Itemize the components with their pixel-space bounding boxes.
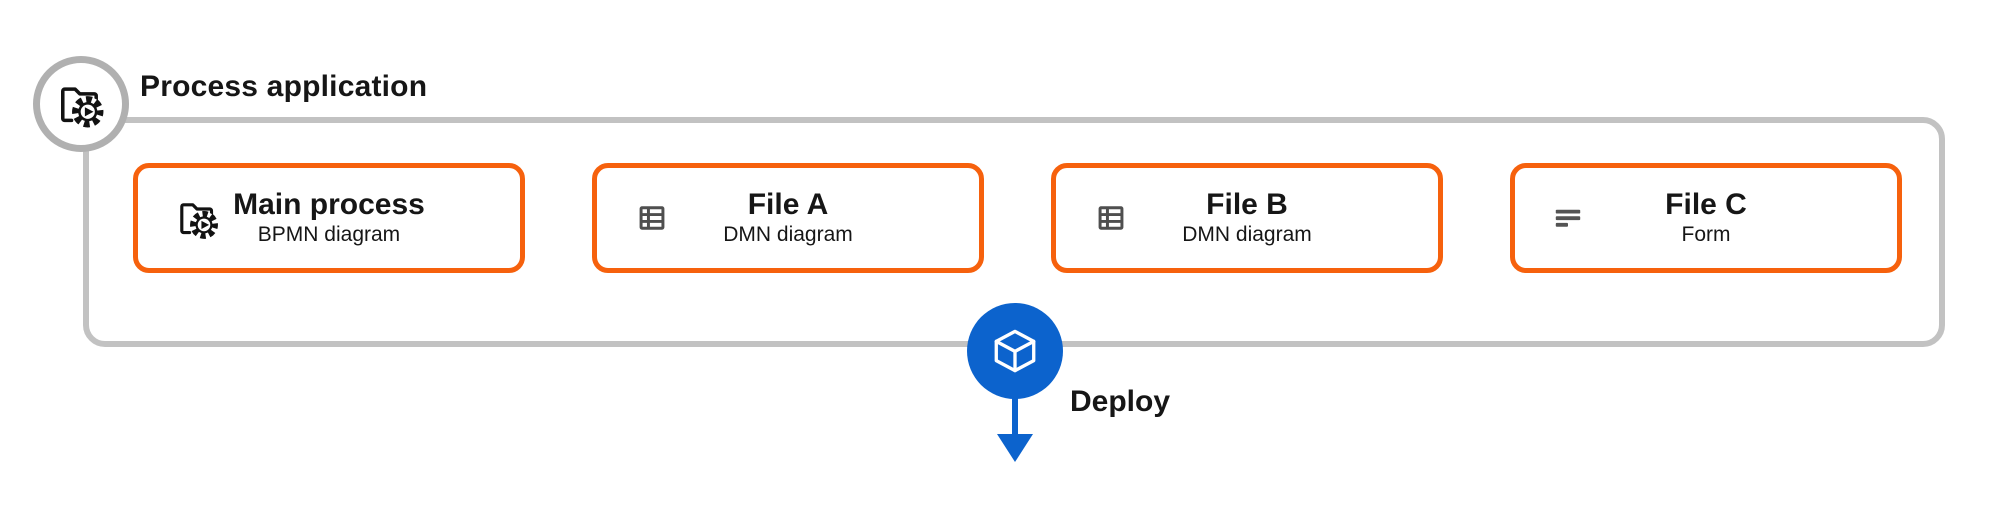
card-subtitle: BPMN diagram (257, 223, 401, 246)
process-application-icon (54, 77, 108, 131)
card-title: Main process (233, 188, 425, 221)
cube-icon (987, 323, 1043, 379)
deploy-badge (967, 303, 1063, 399)
card-text: File A DMN diagram (597, 168, 979, 268)
deploy-label: Deploy (1070, 385, 1171, 418)
deploy-arrow-stem (1012, 398, 1018, 436)
card-text: File C Form (1515, 168, 1897, 268)
process-application-title: Process application (140, 70, 428, 103)
card-text: Main process BPMN diagram (138, 168, 520, 268)
card-subtitle: DMN diagram (1182, 223, 1312, 246)
process-application-icon (174, 194, 222, 242)
card-subtitle: Form (1681, 223, 1731, 246)
deploy-arrow-head (997, 434, 1033, 462)
card-text: File B DMN diagram (1056, 168, 1438, 268)
decision-table-icon (1092, 199, 1130, 237)
file-cards-row: Main process BPMN diagram File A DMN dia… (133, 163, 1902, 273)
decision-table-icon (633, 199, 671, 237)
process-application-badge (33, 56, 129, 152)
card-file-a: File A DMN diagram (592, 163, 984, 273)
card-main-process: Main process BPMN diagram (133, 163, 525, 273)
card-title: File B (1206, 188, 1288, 221)
card-subtitle: DMN diagram (723, 223, 853, 246)
card-title: File C (1665, 188, 1747, 221)
card-title: File A (747, 188, 829, 221)
form-icon (1551, 201, 1585, 235)
card-file-c: File C Form (1510, 163, 1902, 273)
card-file-b: File B DMN diagram (1051, 163, 1443, 273)
